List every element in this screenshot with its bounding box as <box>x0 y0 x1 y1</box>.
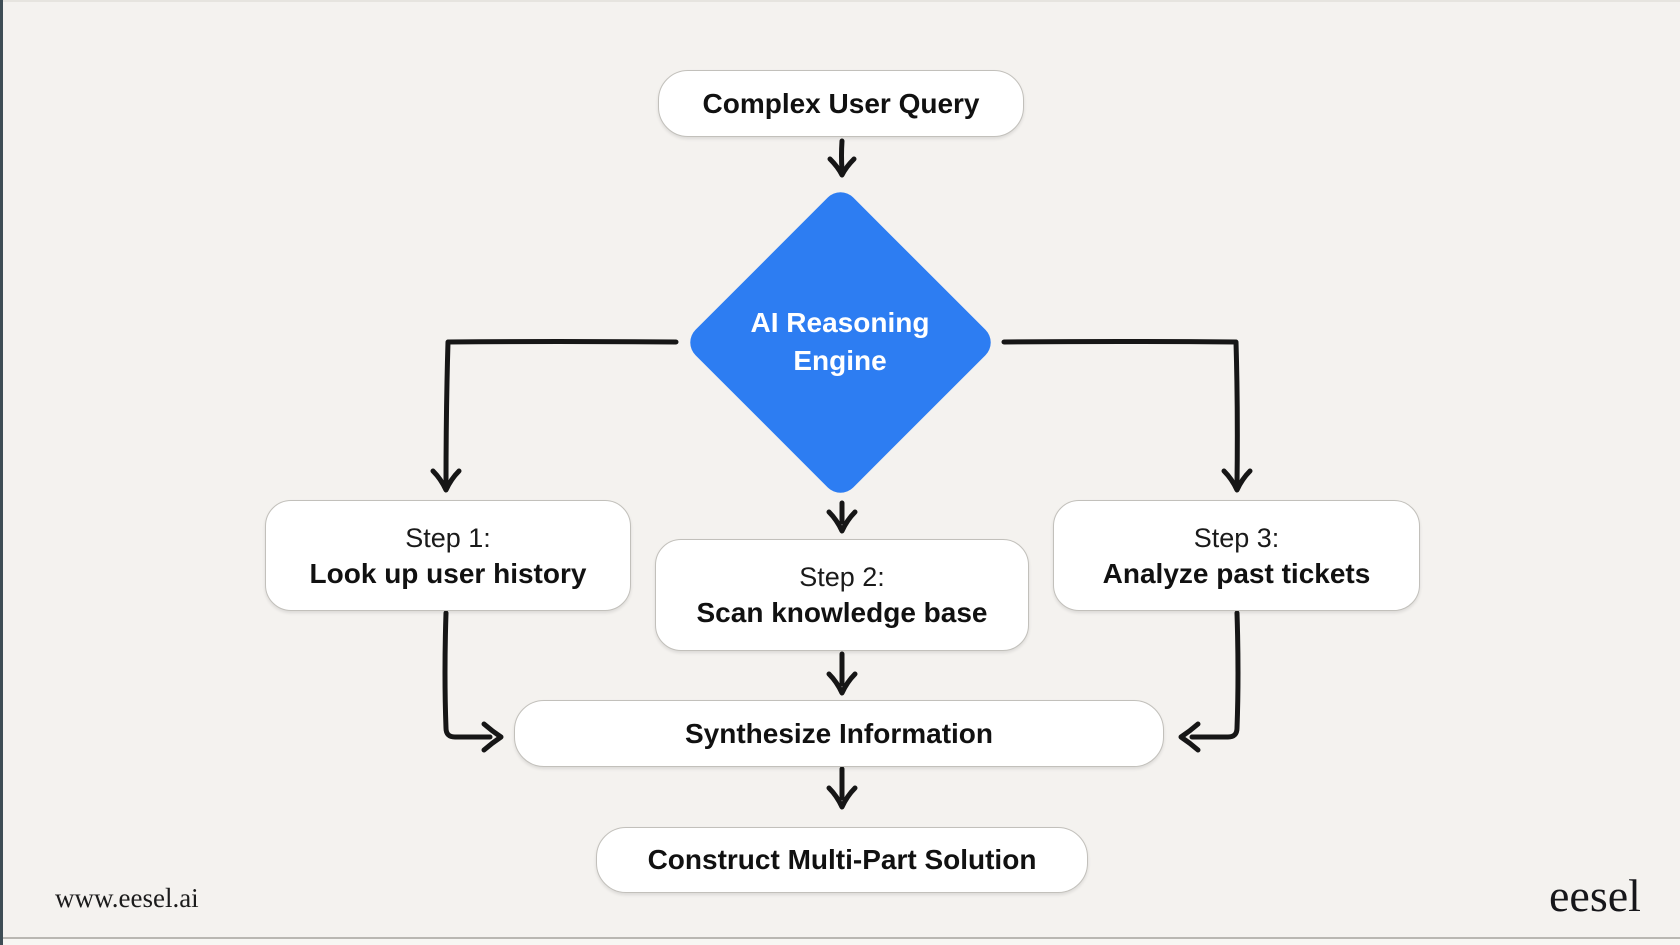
construct-label: Construct Multi-Part Solution <box>647 844 1037 875</box>
node-ai-reasoning-engine: AI Reasoning Engine <box>690 304 990 380</box>
eesel-logo: eesel <box>1549 870 1641 921</box>
left-edge-line <box>0 0 3 945</box>
arrow-step1-to-synth-line <box>442 610 493 740</box>
top-edge-line <box>3 0 1680 2</box>
node-complex-user-query-label: Complex User Query <box>702 87 980 119</box>
canvas-bottom-line <box>3 937 1680 939</box>
arrow-query-to-engine-head <box>827 156 857 178</box>
arrow-engine-to-step1-head <box>430 468 462 493</box>
arrow-synth-to-construct-head <box>826 785 858 810</box>
step3-label: Step 3: <box>1193 522 1280 553</box>
synthesize-label: Synthesize Information <box>684 717 994 749</box>
website-url: www.eesel.ai <box>55 883 199 913</box>
step2-label: Step 2: <box>799 562 885 592</box>
node-complex-user-query: Complex User Query <box>658 70 1024 137</box>
node-step2: Step 2: Scan knowledge base <box>655 539 1029 651</box>
arrow-query-to-engine-line <box>839 138 845 173</box>
step2-action: Scan knowledge base <box>696 597 988 628</box>
node-step1: Step 1: Look up user history <box>265 500 631 611</box>
arrow-step1-to-synth-head <box>481 721 504 753</box>
arrow-step3-to-synth-line <box>1189 610 1241 740</box>
node-step3: Step 3: Analyze past tickets <box>1053 500 1420 611</box>
node-construct-solution: Construct Multi-Part Solution <box>596 827 1088 893</box>
engine-label-line1: AI Reasoning <box>750 307 930 338</box>
engine-label-line2: Engine <box>793 345 887 376</box>
arrow-engine-to-step1-line <box>443 339 679 487</box>
arrow-engine-to-step3-line <box>1001 339 1240 487</box>
step1-action: Look up user history <box>309 557 587 589</box>
step3-action: Analyze past tickets <box>1102 557 1371 589</box>
arrow-step3-to-synth-head <box>1178 721 1201 753</box>
arrow-step2-to-synth-head <box>826 671 858 696</box>
below-canvas-strip <box>3 939 1680 945</box>
arrow-engine-to-step2-head <box>826 509 858 534</box>
arrow-engine-to-step3-head <box>1221 468 1253 493</box>
step1-label: Step 1: <box>405 522 491 553</box>
node-synthesize-information: Synthesize Information <box>514 700 1164 767</box>
